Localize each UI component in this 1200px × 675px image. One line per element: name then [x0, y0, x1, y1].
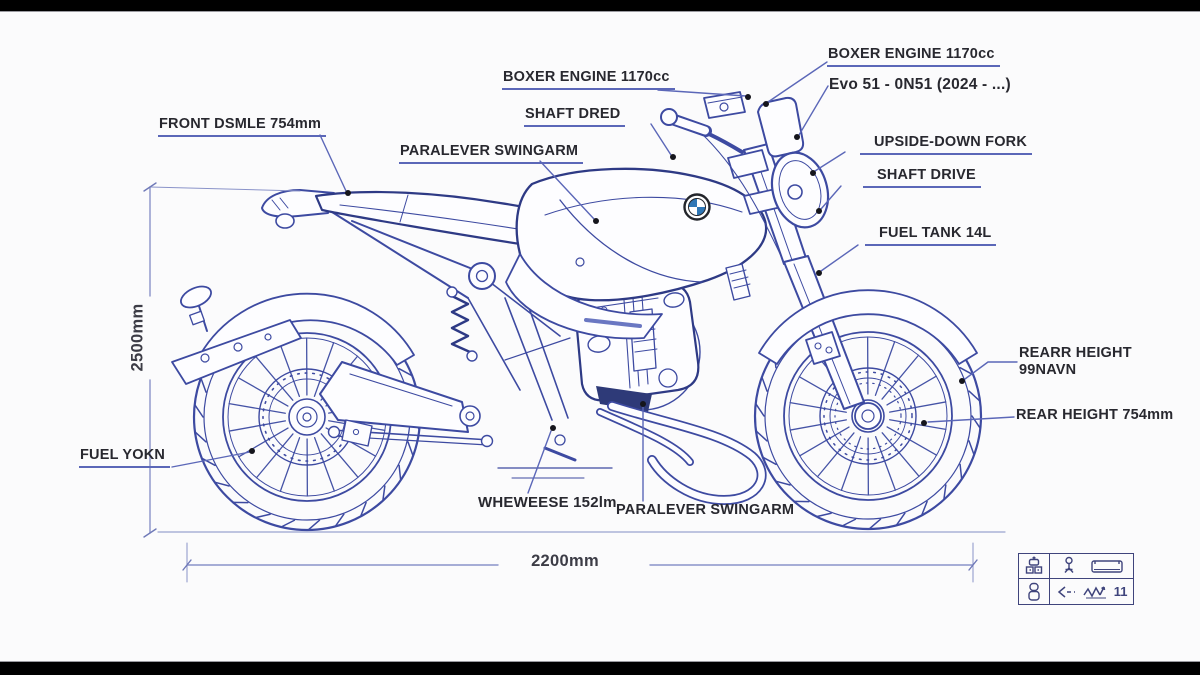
- label-paralever-top: PARALEVER SWINGARM: [399, 143, 584, 164]
- dimension-lines: [143, 182, 978, 583]
- figure-icon: [1028, 582, 1040, 601]
- front-brake-caliper: [805, 331, 882, 430]
- rear-subframe: [331, 211, 561, 391]
- squiggle-arrow-icon: [1082, 585, 1106, 598]
- label-rear-height-a: REARR HEIGHT 99NAVN: [1019, 345, 1132, 378]
- front-fender: [758, 289, 978, 365]
- letterbox-bottom: [0, 661, 1200, 675]
- robot-icon: [1025, 556, 1043, 574]
- cargo-icon: [1091, 560, 1123, 573]
- fuel-tank: [505, 167, 768, 340]
- legend-count: 11: [1113, 584, 1128, 599]
- letterbox-top: [0, 0, 1200, 12]
- label-shaft-drive-right: SHAFT DRIVE: [863, 167, 981, 188]
- exhaust-pipe: [596, 401, 767, 505]
- leader-dots: [249, 94, 965, 454]
- dimension-overall-length: 2200mm: [531, 552, 599, 570]
- label-paralever-bottom: PARALEVER SWINGARM: [616, 502, 795, 518]
- route-arrow-icon: [1057, 585, 1075, 598]
- legend-cell: [1050, 554, 1133, 579]
- label-boxer-engine-center: BOXER ENGINE 1170cc: [502, 69, 675, 90]
- dimension-overall-height: 2500mm: [128, 303, 147, 372]
- rider-icon: [1064, 556, 1074, 573]
- rear-brake-disc: [258, 368, 356, 466]
- legend-cell: [1019, 579, 1050, 604]
- bmw-roundel: [683, 193, 711, 221]
- label-fuel-tank: FUEL TANK 14L: [865, 225, 997, 246]
- paralever-swingarm: [319, 361, 494, 448]
- label-wheelbase: WHEWEESE 152lm: [478, 494, 617, 511]
- label-boxer-engine-right: BOXER ENGINE 1170cc: [827, 46, 1000, 67]
- label-front-dimension: FRONT DSMLE 754mm: [158, 116, 327, 137]
- legend-box: 11: [1018, 553, 1134, 605]
- leader-lines: [171, 61, 1018, 502]
- label-fuel-left: FUEL YOKN: [79, 447, 171, 468]
- instrument-cluster: [703, 91, 746, 119]
- legend-cell: 11: [1050, 579, 1133, 604]
- label-upside-down-fork: UPSIDE-DOWN FORK: [860, 134, 1033, 155]
- handlebar: [660, 108, 744, 154]
- rear-fender-stay: [171, 285, 302, 385]
- legend-cell: [1019, 554, 1050, 579]
- label-rear-height-b: REAR HEIGHT 754mm: [1016, 407, 1174, 423]
- label-shaft-drive-center: SHAFT DRED: [524, 106, 626, 127]
- label-model-code: Evo 51 - 0N51 (2024 - ...): [829, 76, 1011, 93]
- front-fork: [699, 131, 865, 410]
